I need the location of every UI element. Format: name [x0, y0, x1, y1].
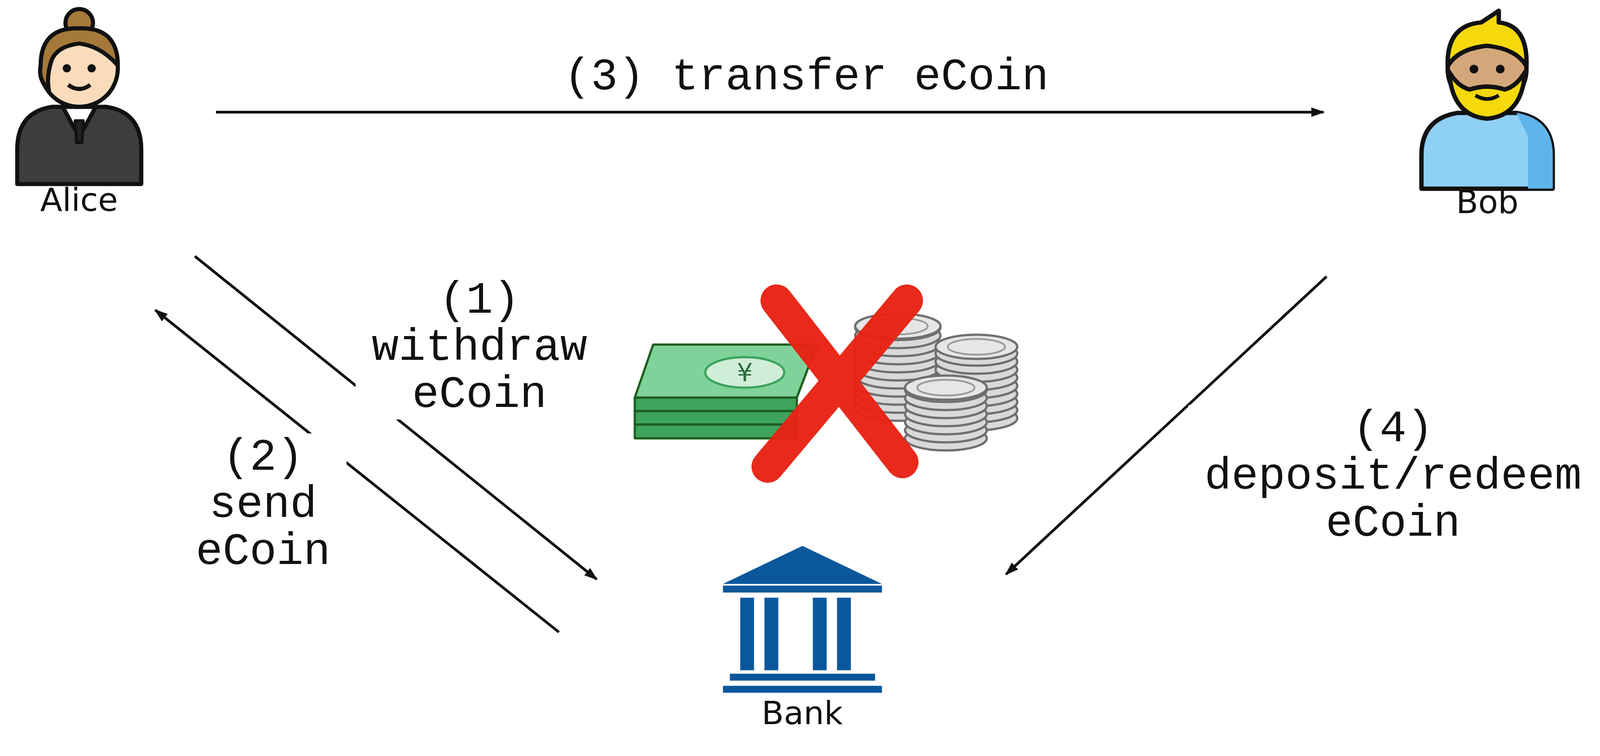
- cross-mark: [767, 300, 907, 467]
- bank-building: [722, 546, 882, 694]
- actor-node: Bob: [1413, 4, 1562, 223]
- step-label: (3) transfer eCoin: [547, 52, 1065, 102]
- currency-symbol: ¥: [736, 360, 753, 386]
- actor-node: Bank: [714, 540, 891, 735]
- step-label: (1) withdraw eCoin: [355, 276, 604, 420]
- actor-node: Alice: [9, 4, 149, 221]
- bob-figure: [1421, 10, 1553, 190]
- flow-arrow: [215, 110, 1324, 114]
- alice-figure: [17, 8, 141, 185]
- step-label: (4) deposit/redeem eCoin: [1188, 405, 1598, 549]
- actor-name: Bank: [761, 695, 844, 732]
- step-label: (2) send eCoin: [179, 433, 347, 577]
- actor-name: Alice: [39, 182, 118, 218]
- actor-name: Bob: [1455, 184, 1519, 220]
